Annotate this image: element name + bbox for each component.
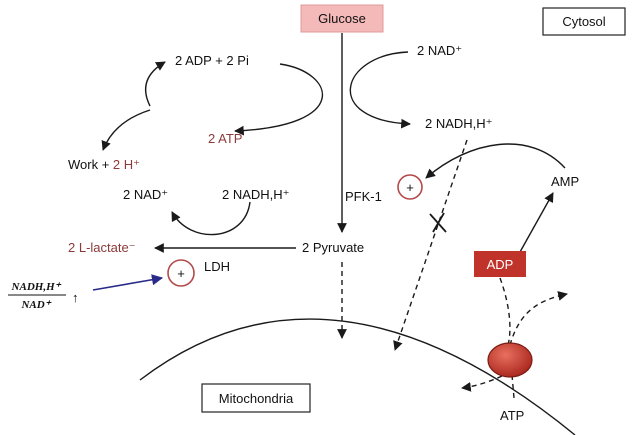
ldh-plus-sign: + [177,266,185,281]
atp-to-work-curve [101,109,151,151]
atp-label: 2 ATP [208,131,242,146]
cytosol-box [542,7,626,36]
glucose-box [300,4,384,33]
pfk-label: PFK-1 [345,189,382,204]
adp-box [474,251,526,277]
nad-to-nadh-curve [349,51,411,129]
pfk-plus-sign: + [406,180,414,195]
ratio-denominator: NAD⁺ [20,299,51,311]
carrier-atp-arrow [511,374,515,399]
ratio-up-arrow: ↑ [72,290,79,305]
amp-to-pfk-curve [425,143,566,179]
block-mark [429,212,447,233]
mitochondria-box [201,383,311,413]
atp-to-adp-curve [145,61,166,107]
nadh-to-nad-ldh-curve [171,201,251,236]
nadh-shuttle-arrow [393,139,468,351]
work-proton-label: 2 H⁺ [113,157,140,172]
ratio-numerator: NADH,H⁺ [11,281,62,293]
pyruvate-label: 2 Pyruvate [302,240,364,255]
carrier-to-cytosol-arrow [509,291,568,346]
ldh-stimulation-circle [167,259,195,287]
adp-atp-carrier [487,342,533,378]
nad-label-ldh: 2 NAD⁺ [123,187,168,202]
atp-bottom-label: ATP [500,408,524,423]
adp-into-carrier-arrow [499,277,511,346]
adp-label: ADP [487,257,514,272]
work-label: Work + 2 H⁺ [68,157,140,172]
mitochondria-label: Mitochondria [219,391,294,406]
adp-to-atp-curve [234,63,324,136]
pfk-stimulation-circle [397,174,423,200]
adp-to-amp-arrow [519,192,554,253]
nadh-label-top: 2 NADH,H⁺ [425,116,493,131]
nadh-label-ldh: 2 NADH,H⁺ [222,187,290,202]
ratio-to-ldh-arrow [92,274,164,291]
mitochondrial-membrane [139,318,576,435]
ldh-label: LDH [204,259,230,274]
adp-pi-label: 2 ADP + 2 Pi [175,53,249,68]
glucose-label: Glucose [318,11,366,26]
lactate-label: 2 L-lactate⁻ [68,240,136,255]
nad-label-top: 2 NAD⁺ [417,43,462,58]
cytosol-label: Cytosol [562,14,605,29]
amp-label: AMP [551,174,579,189]
